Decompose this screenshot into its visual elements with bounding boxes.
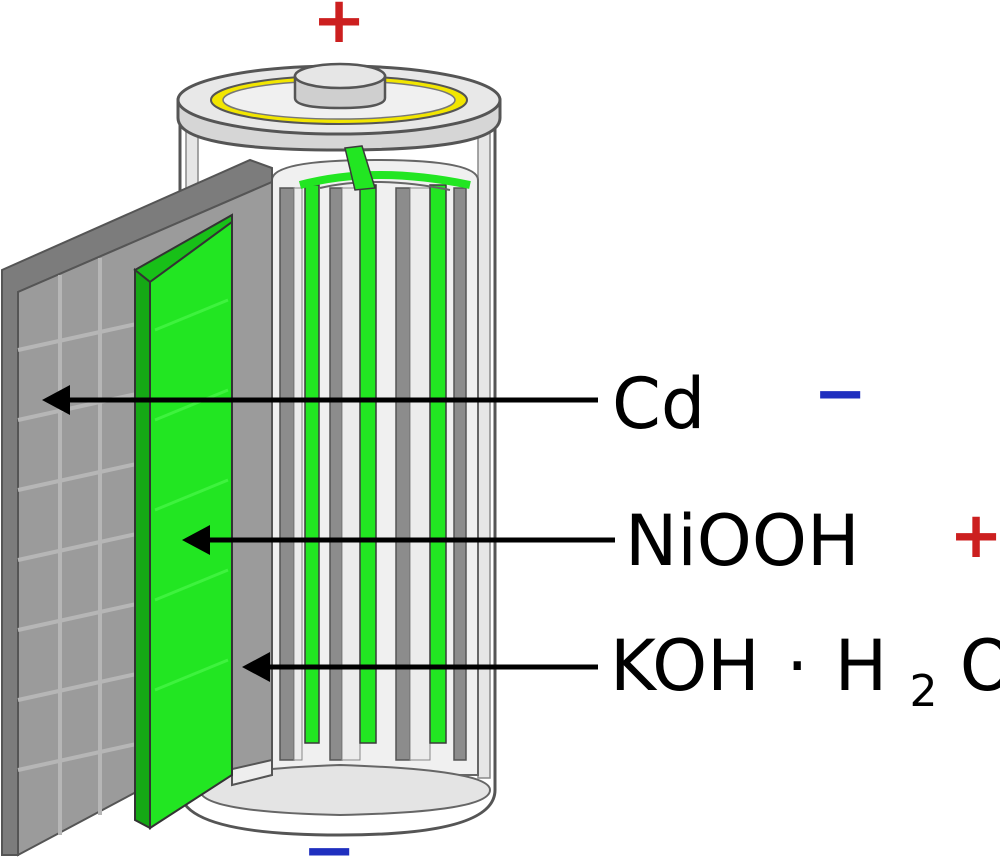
arrow-cd (42, 385, 598, 415)
niooh-positive-sign: + (949, 499, 1000, 573)
label-niooh: NiOOH (625, 500, 860, 582)
battery-top-cap (176, 62, 502, 152)
hydrate-dot: · (786, 625, 808, 707)
koh-text: KOH (610, 625, 760, 707)
h-text: H (835, 625, 888, 707)
o-text: O (960, 625, 1000, 707)
label-cd: Cd (612, 363, 705, 445)
subscript-2: 2 (910, 666, 938, 717)
positive-tab (344, 145, 376, 191)
electrode-roll (271, 158, 479, 776)
niooh-cathode-sheet (133, 213, 233, 830)
top-positive-sign: + (312, 0, 366, 58)
label-koh-h2o: KOH · H 2 O (610, 625, 1000, 723)
bottom-negative-sign: − (302, 814, 356, 857)
cd-negative-sign: − (813, 357, 867, 431)
arrow-koh (242, 652, 598, 682)
arrow-niooh (182, 525, 615, 555)
positive-terminal-nub (293, 62, 387, 110)
